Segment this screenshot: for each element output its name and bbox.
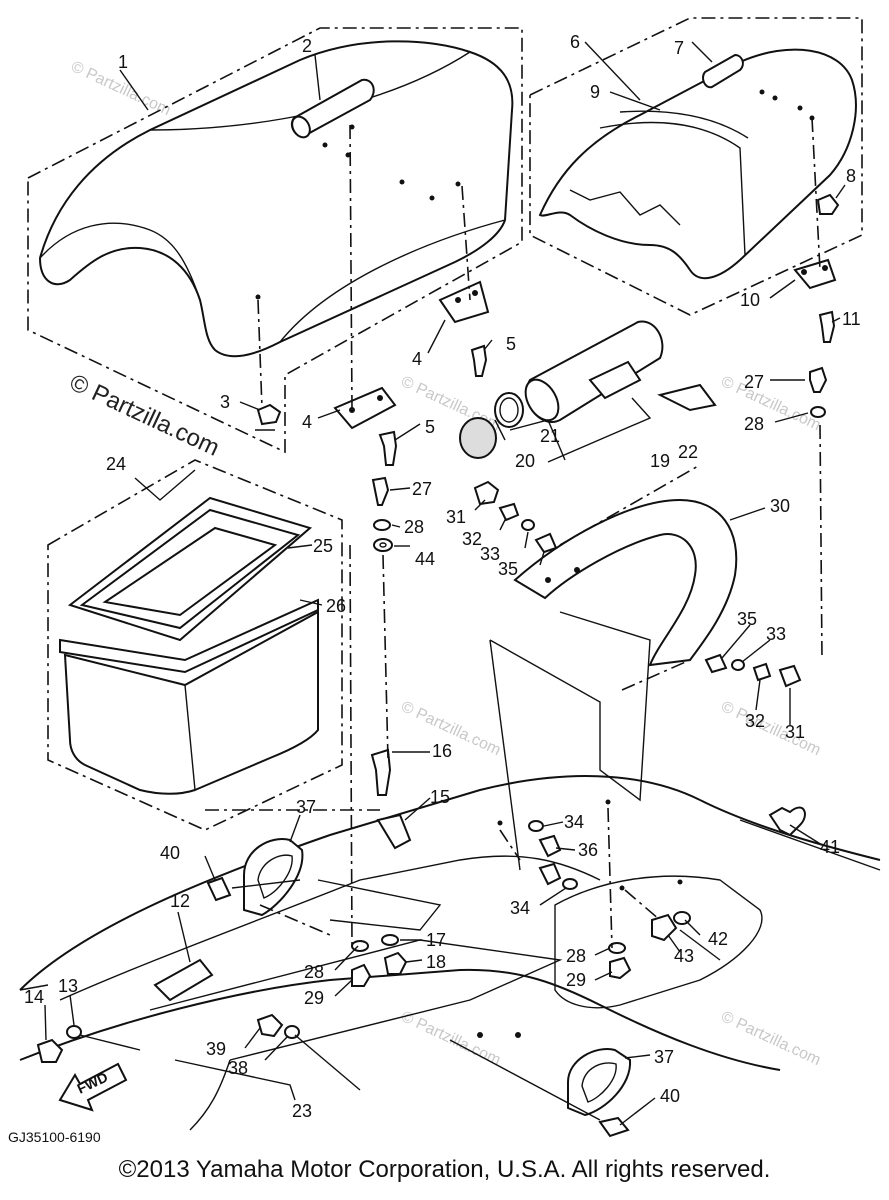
hardware — [36, 193, 840, 1138]
seat-grab-tube — [290, 78, 375, 139]
callout-32: 32 — [745, 711, 765, 731]
callout-23: 23 — [292, 1101, 312, 1121]
callout-35: 35 — [737, 609, 757, 629]
callout-8: 8 — [846, 166, 856, 186]
exploded-view-drawing: © Partzilla.com © Partzilla.com © Partzi… — [8, 17, 881, 1145]
callout-3: 3 — [220, 392, 230, 412]
callout-11: 11 — [842, 309, 861, 329]
callout-20: 20 — [515, 451, 535, 471]
callout-9: 9 — [590, 82, 600, 102]
callout-41: 41 — [820, 837, 840, 857]
watermark-main: © Partzilla.com — [65, 369, 223, 462]
callout-22: 22 — [678, 442, 698, 462]
callout-34: 34 — [564, 812, 584, 832]
callout-25: 25 — [313, 536, 333, 556]
group-frames — [27, 17, 863, 831]
callout-21: 21 — [540, 426, 560, 446]
rear-seat — [538, 48, 857, 280]
callout-39: 39 — [206, 1039, 226, 1059]
callout-26: 26 — [326, 596, 346, 616]
callout-19: 19 — [650, 451, 670, 471]
callout-40: 40 — [660, 1086, 680, 1106]
watermark: © Partzilla.com — [718, 698, 823, 759]
callout-36: 36 — [578, 840, 598, 860]
front-seat — [38, 40, 514, 358]
fwd-arrow: FWD — [58, 1062, 128, 1112]
callout-4: 4 — [302, 412, 312, 432]
part-code: GJ35100-6190 — [8, 1129, 101, 1145]
callout-34: 34 — [510, 898, 530, 918]
copyright-notice: ©2013 Yamaha Motor Corporation, U.S.A. A… — [118, 1156, 771, 1183]
callout-28: 28 — [404, 517, 424, 537]
callout-37: 37 — [654, 1047, 674, 1067]
callout-18: 18 — [426, 952, 446, 972]
callout-32: 32 — [462, 529, 482, 549]
callout-10: 10 — [740, 290, 760, 310]
callout-15: 15 — [430, 787, 450, 807]
callout-43: 43 — [674, 946, 694, 966]
callout-5: 5 — [425, 417, 435, 437]
callout-42: 42 — [708, 929, 728, 949]
leader-lines — [19, 41, 881, 1126]
tube-assembly — [459, 320, 717, 459]
callout-27: 27 — [744, 372, 764, 392]
callout-14: 14 — [24, 987, 44, 1007]
callout-28: 28 — [304, 962, 324, 982]
storage-box — [59, 496, 319, 795]
grab-handle — [513, 498, 738, 667]
callout-44: 44 — [415, 549, 435, 569]
storage-box-group-frame — [47, 459, 343, 831]
front-seat-group-frame — [27, 27, 523, 454]
callout-numbers: 1 2 3 4 4 5 5 6 7 8 9 10 11 12 13 14 15 … — [24, 32, 861, 1121]
callout-7: 7 — [674, 38, 684, 58]
callout-29: 29 — [566, 970, 586, 990]
callout-12: 12 — [170, 891, 190, 911]
callout-33: 33 — [766, 624, 786, 644]
callout-17: 17 — [426, 930, 446, 950]
callout-6: 6 — [570, 32, 580, 52]
callout-33: 33 — [480, 544, 500, 564]
callout-29: 29 — [304, 988, 324, 1008]
callout-16: 16 — [432, 741, 452, 761]
callout-1: 1 — [118, 52, 128, 72]
callout-5: 5 — [506, 334, 516, 354]
callout-28: 28 — [566, 946, 586, 966]
callout-40: 40 — [160, 843, 180, 863]
watermark: © Partzilla.com — [718, 373, 823, 434]
callout-24: 24 — [106, 454, 126, 474]
hull-deck — [19, 611, 881, 1131]
callout-38: 38 — [228, 1058, 248, 1078]
callout-30: 30 — [770, 496, 790, 516]
callout-31: 31 — [446, 507, 466, 527]
callout-35: 35 — [498, 559, 518, 579]
callout-4: 4 — [412, 349, 422, 369]
callout-2: 2 — [302, 36, 312, 56]
callout-31: 31 — [785, 722, 805, 742]
callout-13: 13 — [58, 976, 78, 996]
callout-28: 28 — [744, 414, 764, 434]
callout-27: 27 — [412, 479, 432, 499]
callout-37: 37 — [296, 797, 316, 817]
